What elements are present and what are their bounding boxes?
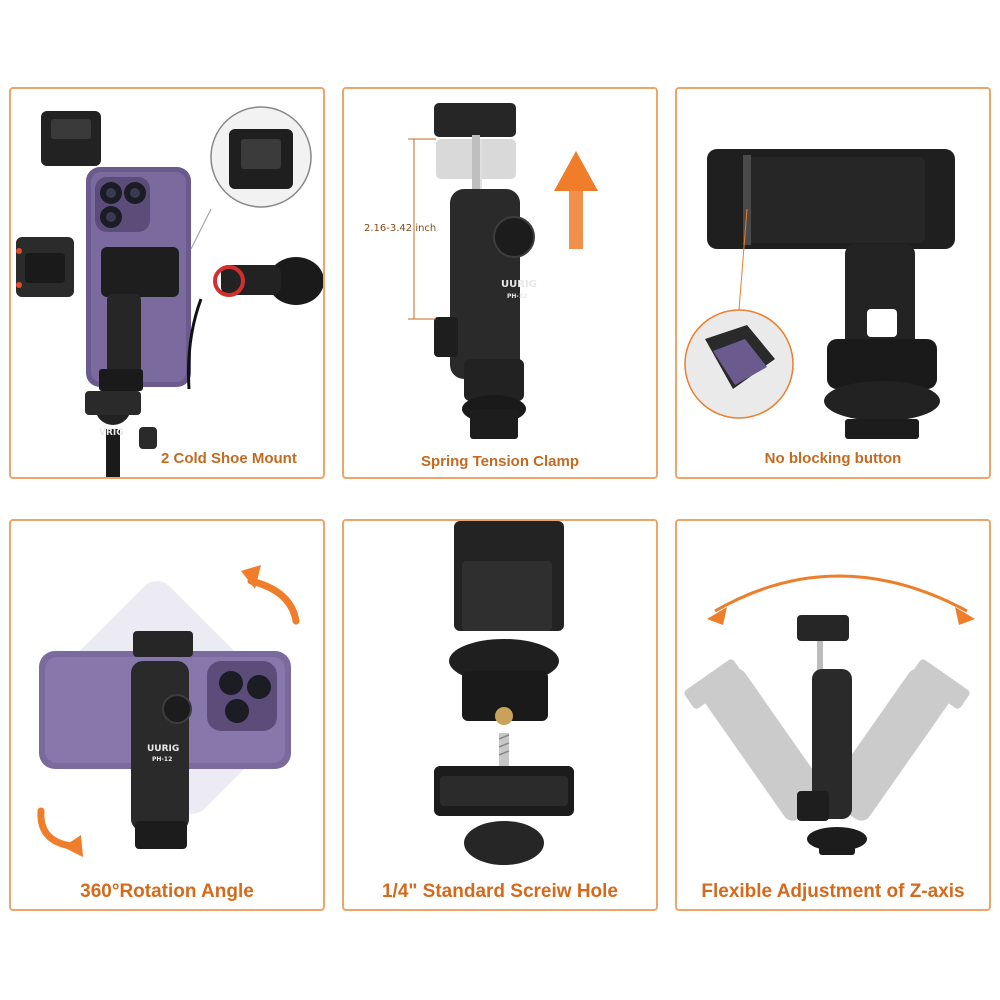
clamp-brand-text: UURIG	[501, 279, 537, 290]
rotation-model-text: PH-12	[152, 756, 172, 763]
screw-hole-image	[434, 521, 574, 865]
panel-360-rotation: UURIG PH-12 360°Rotation Angle	[9, 519, 325, 911]
panel-spring-tension-clamp: UURIG PH-12 2.16-3.42 inch Spring Tensio…	[342, 87, 658, 479]
caption-z-axis: Flexible Adjustment of Z-axis	[701, 881, 965, 902]
caption-screw-hole: 1/4" Standard Screiw Hole	[381, 881, 619, 902]
rotation-image: UURIG PH-12	[37, 565, 300, 857]
tripod-brand-text: VRIG	[99, 428, 124, 438]
z-axis-image	[684, 574, 975, 855]
clamp-range-label: 2.16-3.42 inch	[364, 223, 437, 234]
no-blocking-button-image	[684, 149, 955, 439]
caption-360-rotation: 360°Rotation Angle	[80, 881, 254, 902]
caption-no-blocking-button: No blocking button	[764, 450, 902, 467]
rotation-brand-text: UURIG	[147, 744, 179, 754]
cold-shoe-mount-image: VRIG	[16, 106, 323, 477]
panel-no-blocking-button: No blocking button	[675, 87, 991, 479]
panel-z-axis: Flexible Adjustment of Z-axis	[675, 519, 991, 911]
caption-spring-tension-clamp: Spring Tension Clamp	[420, 453, 580, 470]
caption-cold-shoe-mount: 2 Cold Shoe Mount	[161, 450, 297, 467]
panel-cold-shoe-mount: VRIG 2 Cold Shoe Mount	[9, 87, 325, 479]
panel-screw-hole: 1/4" Standard Screiw Hole	[342, 519, 658, 911]
clamp-model-text: PH-12	[507, 293, 527, 300]
spring-clamp-image: UURIG PH-12	[408, 103, 598, 439]
